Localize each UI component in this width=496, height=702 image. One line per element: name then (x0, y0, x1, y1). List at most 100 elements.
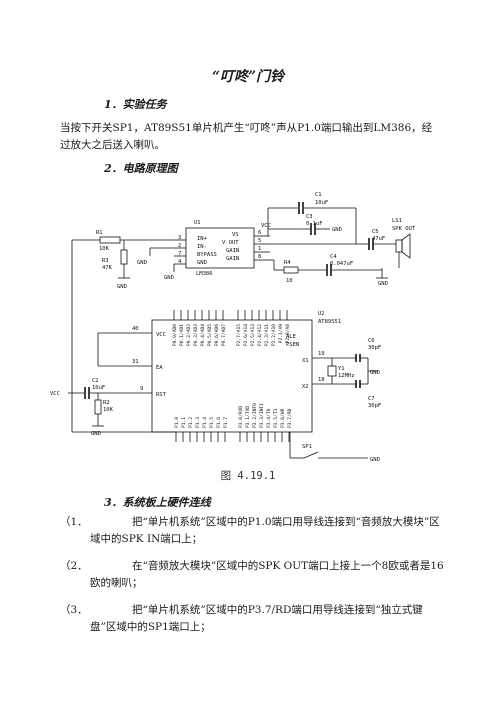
step-number: （2． (60, 560, 88, 572)
p3-pin-label: P3.5/T1 (273, 408, 279, 428)
u1-pin-vs: VS (232, 232, 239, 238)
p2-pin-label: P2.7/A15 (236, 324, 242, 346)
c2-label: C2 (92, 378, 99, 384)
u1-pin-in-minus: IN- (197, 244, 207, 250)
pin-9: 9 (140, 386, 143, 392)
pin-18: 18 (318, 377, 325, 383)
p1-pin-label: P1.2 (188, 417, 194, 428)
sp1-switch (303, 451, 319, 459)
page-title: “叮咚”门铃 (211, 69, 285, 85)
r3-value: 47K (102, 265, 113, 271)
gnd-in-minus: GND (137, 260, 147, 266)
pin-31: 31 (132, 359, 139, 365)
r2-value: 10K (103, 407, 114, 413)
p0-pin-label: P0.4/AD4 (200, 324, 206, 346)
vcc-label-reset: VCC (50, 391, 60, 397)
p0-pin-label: P0.7/AD7 (221, 324, 227, 346)
p0-pin-label: P0.0/AD0 (172, 324, 178, 346)
u1-num-2: 2 (178, 243, 181, 249)
p1-pin-label: P1.7 (223, 417, 229, 428)
u1-num-5: 5 (258, 238, 261, 244)
p2-pin-label: P2.1/A9 (278, 324, 284, 344)
gnd-c3: GND (332, 227, 342, 233)
p1-pin-label: P1.1 (181, 417, 187, 428)
r1-value: 10K (99, 246, 110, 252)
vcc-label-amp: VCC (261, 223, 271, 229)
gnd-sp1: GND (370, 457, 380, 463)
r1-resistor (99, 236, 121, 244)
u1-num-4: 4 (178, 259, 182, 265)
p2-pin-label: P2.5/A13 (250, 324, 256, 346)
u1-num-3: 3 (178, 235, 181, 241)
figure-caption: 图 4.19.1 (220, 470, 276, 482)
gnd-r3: GND (117, 284, 127, 290)
section-heading-wiring: 3．系统板上硬件连线 (104, 496, 211, 509)
p3-pin-label: P3.1/TXD (245, 406, 251, 428)
p0-pin-label: P0.2/AD2 (186, 324, 192, 346)
step-text: 把“单片机系统”区域中的P3.7/RD端口用导线连接到“独立式键盘”区域中的SP… (90, 604, 423, 633)
c7-value: 30pF (368, 403, 381, 409)
crystal-y1 (327, 365, 337, 377)
psen-label: PSEN (286, 342, 299, 348)
x1-label: X1 (302, 358, 309, 364)
mcu-vcc-label: VCC (156, 332, 166, 338)
circuit-schematic: U1 LM386 IN+ IN- BYPASS GND 3 2 7 4 VS V… (50, 192, 416, 463)
section-heading-schematic: 2．电路原理图 (104, 162, 178, 175)
gnd-u1: GND (164, 275, 174, 281)
task-paragraph: 当按下开关SP1，AT89S51单片机产生“叮咚”声从P1.0端口输出到LM38… (60, 122, 433, 151)
p1-pin-label: P1.3 (195, 417, 201, 428)
at89s51-chip (151, 319, 313, 433)
ale-label: ALE (286, 334, 296, 340)
y1-value: 12MHz (338, 373, 355, 379)
rst-label: RST (156, 392, 167, 398)
step-number: （3． (60, 604, 88, 616)
step-number: （1． (60, 516, 88, 528)
p1-pin-label: P1.4 (202, 417, 208, 428)
p1-pin-label: P1.5 (209, 417, 215, 428)
u1-pin-gain8: GAIN (226, 256, 239, 262)
p3-pin-label: P3.0/RXD (238, 406, 244, 428)
p3-pin-label: P3.2/INT0 (252, 403, 258, 428)
speaker-icon (395, 239, 403, 253)
c4-value: 0.047uF (330, 261, 353, 267)
ls1-label: LS1 (392, 218, 402, 224)
u1-pin-vout: V OUT (222, 240, 239, 246)
gnd-r2: GND (91, 431, 101, 437)
c3-label: C3 (306, 214, 313, 220)
r2-resistor (94, 399, 102, 415)
u2-label: U2 (318, 311, 325, 317)
gnd-crystal: GND (370, 370, 380, 376)
p3-pin-label: P3.6/WR (280, 408, 286, 428)
p3-pin-label: P3.4/T0 (266, 408, 272, 428)
step-text: 把“单片机系统”区域中的P1.0端口用导线连接到“音频放大模块”区域中的SPK … (90, 516, 440, 545)
p0-pin-label: P0.1/AD1 (179, 324, 185, 346)
u1-pin-bypass: BYPASS (197, 252, 217, 258)
r3-label: R3 (102, 258, 109, 264)
p3-pin-label: P3.3/INT1 (259, 403, 265, 428)
at89-label: AT89S51 (318, 319, 341, 325)
c1-label: C1 (315, 192, 322, 198)
p0-pin-label: P0.3/AD3 (193, 324, 199, 346)
c7-label: C7 (368, 396, 375, 402)
r4-resistor (283, 266, 299, 274)
y1-label: Y1 (338, 366, 345, 372)
p2-pin-label: P2.4/A12 (257, 324, 263, 346)
sp1-label: SP1 (302, 444, 312, 450)
p2-pin-label: P2.3/A11 (264, 324, 270, 346)
p2-pin-label: P2.2/A10 (271, 324, 277, 346)
p1-pin-label: P1.6 (216, 417, 222, 428)
r4-value: 10 (286, 278, 293, 284)
c5-label: C5 (372, 229, 379, 235)
r2-label: R2 (103, 400, 110, 406)
p0-pin-label: P0.5/AD5 (207, 324, 213, 346)
u1-pin-in-plus: IN+ (197, 236, 208, 242)
section-heading-task: 1．实验任务 (104, 98, 167, 111)
x2-label: X2 (302, 384, 309, 390)
u1-label: U1 (194, 220, 201, 226)
pin-19: 19 (318, 351, 325, 357)
spk-out-label: SPK OUT (392, 226, 416, 232)
c5-value: 47uF (372, 236, 385, 242)
